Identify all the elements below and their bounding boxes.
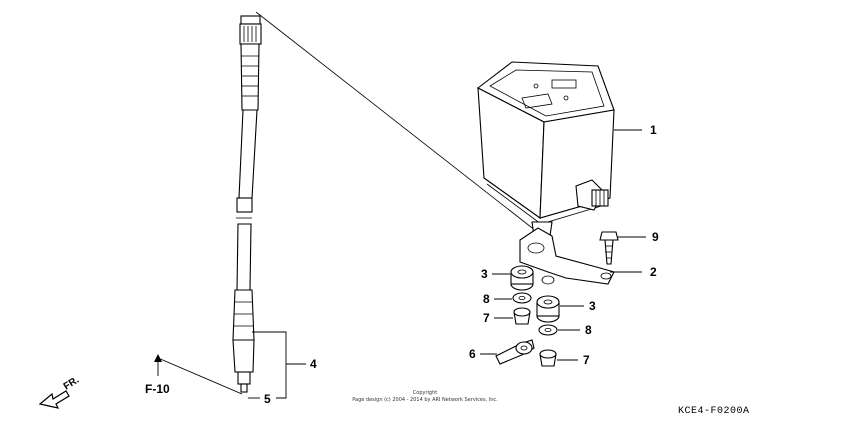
bolt[interactable] xyxy=(599,231,619,265)
callout-3b[interactable]: 3 xyxy=(589,299,596,313)
nut-left[interactable] xyxy=(513,307,531,325)
grommet-left[interactable] xyxy=(510,265,534,291)
washer-right[interactable] xyxy=(538,324,558,336)
callout-9[interactable]: 9 xyxy=(652,230,659,244)
leader-4-bracket xyxy=(252,331,287,399)
speedometer-unit[interactable] xyxy=(476,61,615,237)
callout-3a[interactable]: 3 xyxy=(481,267,488,281)
callout-1[interactable]: 1 xyxy=(650,123,657,137)
direction-label: FR. xyxy=(62,375,82,393)
meter-bracket[interactable] xyxy=(519,227,615,285)
diagram-code: KCE4-F0200A xyxy=(678,406,750,417)
callout-4[interactable]: 4 xyxy=(310,357,317,371)
nut-right[interactable] xyxy=(539,349,557,367)
callout-8a[interactable]: 8 xyxy=(483,292,490,306)
copyright-line-2: Page design (c) 2004 - 2014 by ARI Netwo… xyxy=(352,397,498,403)
callout-5[interactable]: 5 xyxy=(264,392,271,406)
callout-7b[interactable]: 7 xyxy=(583,353,590,367)
reference-arrow xyxy=(154,354,243,395)
washer-left[interactable] xyxy=(512,292,532,304)
front-direction-arrow xyxy=(38,390,70,409)
reference-label[interactable]: F-10 xyxy=(145,382,170,396)
callout-7a[interactable]: 7 xyxy=(483,311,490,325)
callout-8b[interactable]: 8 xyxy=(585,323,592,337)
speedometer-cable[interactable] xyxy=(232,15,262,393)
callout-6[interactable]: 6 xyxy=(469,347,476,361)
copyright-line-1: Copyright xyxy=(413,390,437,396)
cable-clamp[interactable] xyxy=(495,339,535,365)
grommet-right[interactable] xyxy=(536,295,560,323)
callout-2[interactable]: 2 xyxy=(650,265,657,279)
cable-to-meter-leader xyxy=(255,11,546,239)
